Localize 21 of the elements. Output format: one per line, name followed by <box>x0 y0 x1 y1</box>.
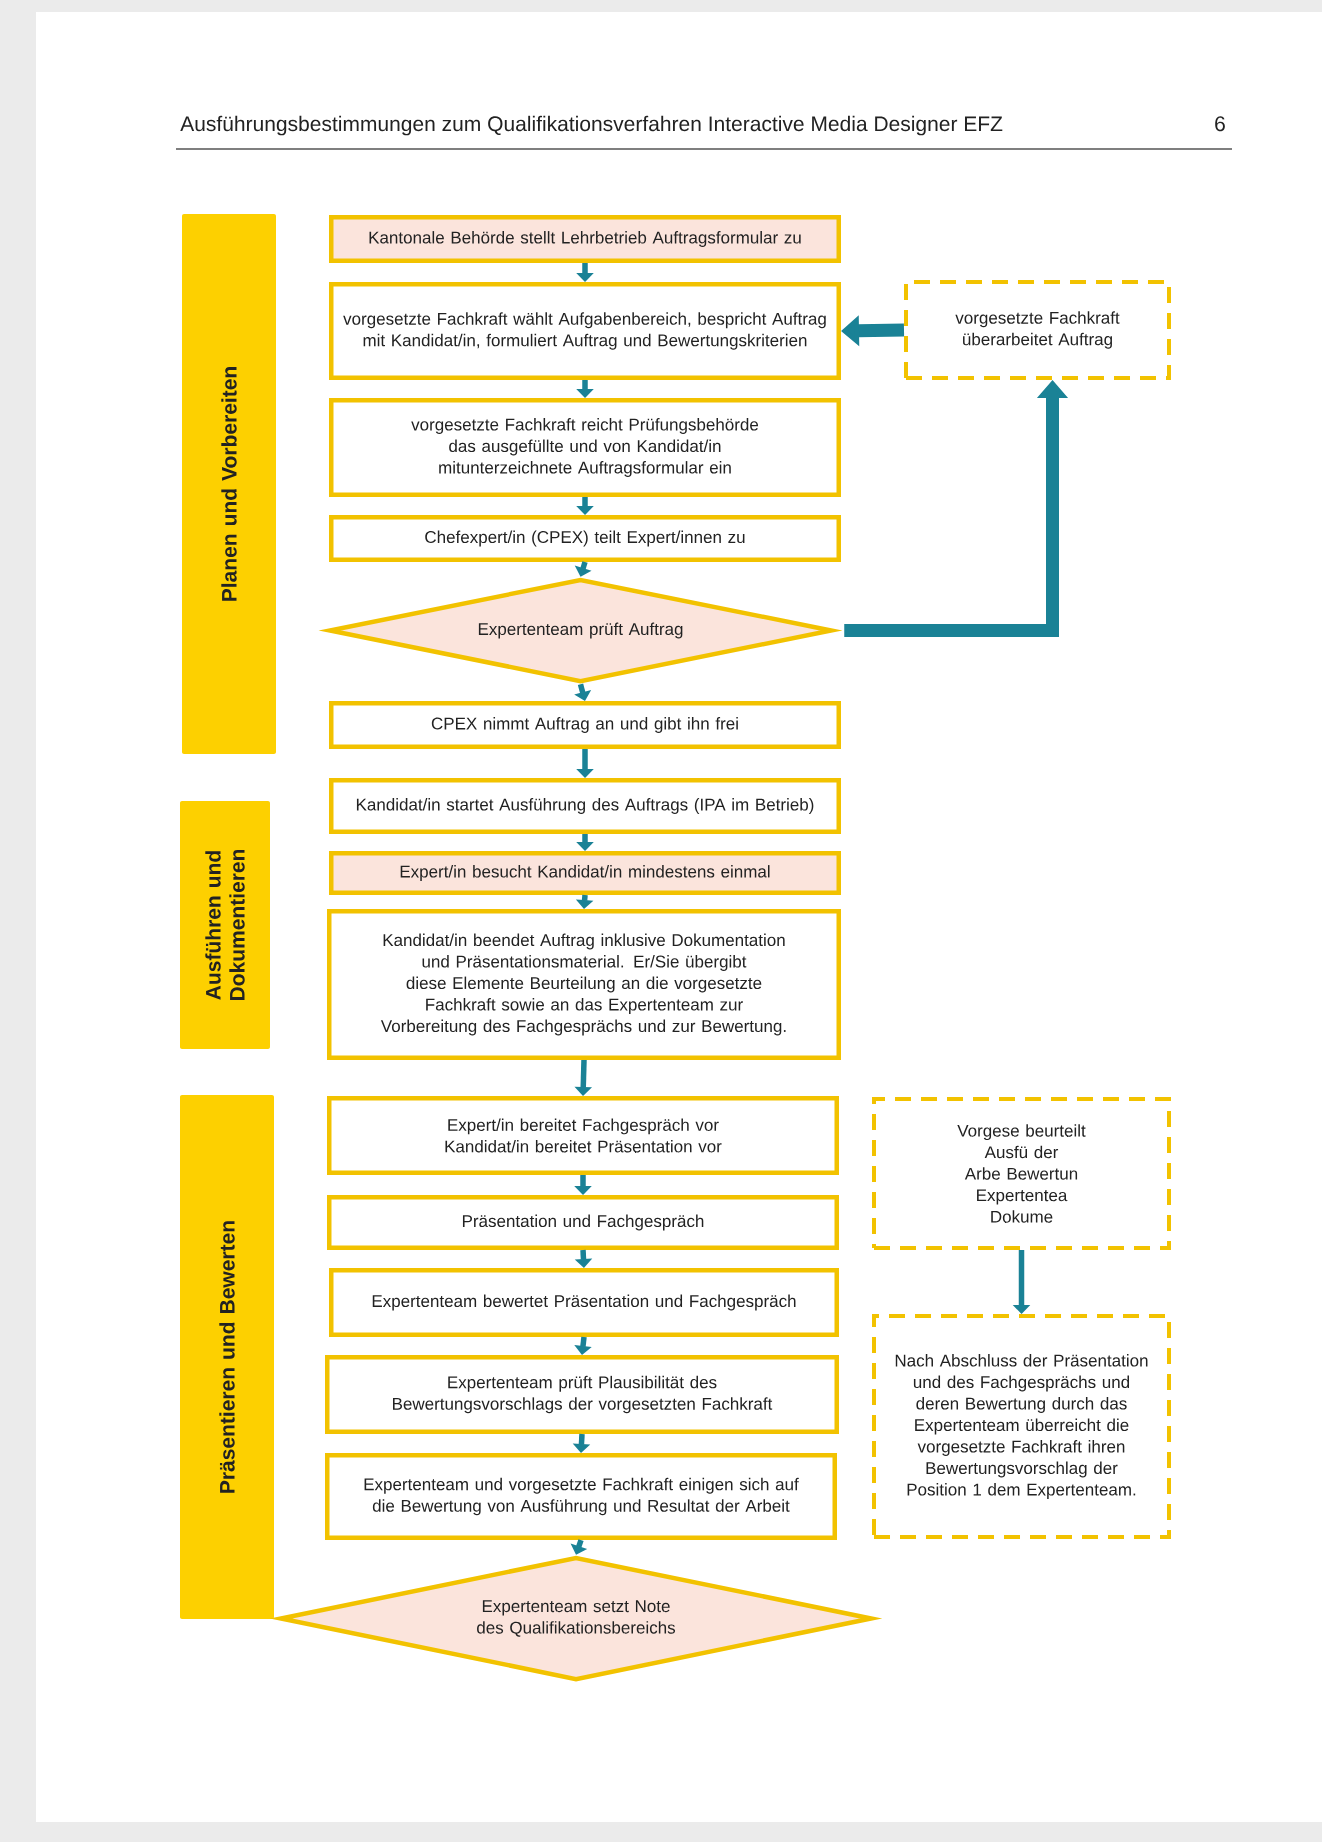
process-box: Expertenteam prüft Plausibilität des Bewertungsvorschlags der vorgesetzten Fachkraft <box>325 1355 839 1434</box>
dashed-box: Vorgese beurteilt Ausfü der Arbe Bewertun Expertentea Dokume <box>872 1097 1171 1250</box>
header-text: Ausführungsbestimmungen zum Qualifikationsverfahren Interactive Media Designer EFZ <box>180 115 1003 136</box>
phase-band: Planen und Vorbereiten <box>182 214 276 754</box>
process-box: Expert/in bereitet Fachgespräch vor Kandidat/in bereitet Präsentation vor <box>327 1096 839 1175</box>
phase-band: Präsentieren und Bewerten <box>180 1095 274 1619</box>
process-box: Kandidat/in startet Ausführung des Auftrags (IPA im Betrieb) <box>329 778 841 834</box>
process-box: Expertenteam bewertet Präsentation und Fachgespräch <box>329 1268 839 1337</box>
dashed-box: vorgesetzte Fachkraft überarbeitet Auftrag <box>904 280 1171 380</box>
process-box: CPEX nimmt Auftrag an und gibt ihn frei <box>329 701 841 749</box>
phase-band: Ausführen und Dokumentieren <box>180 801 270 1049</box>
page-number: 6 <box>1215 116 1225 132</box>
process-box: Kantonale Behörde stellt Lehrbetrieb Auftragsformular zu <box>329 215 841 263</box>
dashed-box: Nach Abschluss der Präsentation und des Fachgesprächs und deren Bewertung durch das Expertenteam überreicht die vorgesetzte Fachkraft ihren Bewertungsvorschlag der Position 1 dem Expertenteam. <box>872 1314 1171 1539</box>
process-box: vorgesetzte Fachkraft reicht Prüfungsbehörde das ausgefüllte und von Kandidat/in mitunterzeichnete Auftragsformular ein <box>329 398 841 497</box>
process-box: Expertenteam und vorgesetzte Fachkraft einigen sich auf die Bewertung von Ausführung und Resultat der Arbeit <box>325 1453 837 1540</box>
process-box: Expert/in besucht Kandidat/in mindestens einmal <box>329 851 841 895</box>
process-box: Kandidat/in beendet Auftrag inklusive Dokumentation und Präsentationsmaterial. Er/Sie übergibt diese Elemente Beurteilung an die vorgesetzte Fachkraft sowie an das Expertenteam zur Vorbereitung des Fachgesprächs und zur Bewertung. <box>327 909 841 1060</box>
process-box: Präsentation und Fachgespräch <box>327 1195 839 1250</box>
process-box: vorgesetzte Fachkraft wählt Aufgabenbereich, bespricht Auftrag mit Kandidat/in, formuliert Auftrag und Bewertungskriterien <box>329 282 841 380</box>
process-box: Chefexpert/in (CPEX) teilt Expert/innen zu <box>329 515 841 562</box>
